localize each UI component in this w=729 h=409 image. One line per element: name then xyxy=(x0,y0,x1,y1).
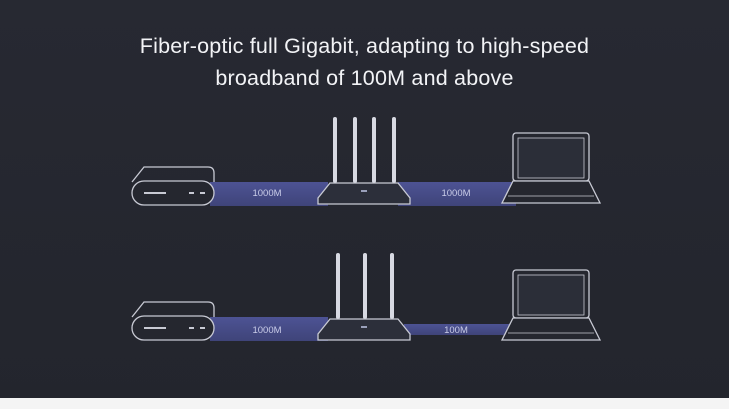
router-icon xyxy=(317,117,411,205)
link-band-modem-router xyxy=(210,182,328,206)
laptop-icon xyxy=(500,132,602,204)
bottom-strip xyxy=(0,398,729,409)
modem-icon xyxy=(131,166,215,206)
link1-speed-label: 1000M xyxy=(252,188,281,199)
scenario-100m: 1000M 100M xyxy=(131,253,602,341)
link-band-router-laptop xyxy=(404,324,510,335)
link2-speed-label: 100M xyxy=(444,325,468,336)
router-icon xyxy=(317,253,411,341)
link-band-modem-router xyxy=(210,317,328,341)
scenario-gigabit: 1000M 1000M xyxy=(131,117,602,206)
modem-icon xyxy=(131,301,215,341)
link-band-router-laptop xyxy=(398,182,516,206)
link2-speed-label: 1000M xyxy=(441,188,470,199)
link1-speed-label: 1000M xyxy=(252,325,281,336)
headline: Fiber-optic full Gigabit, adapting to hi… xyxy=(0,30,729,94)
laptop-icon xyxy=(500,269,602,341)
headline-line-1: Fiber-optic full Gigabit, adapting to hi… xyxy=(139,34,590,58)
headline-line-2: broadband of 100M and above xyxy=(215,66,514,90)
